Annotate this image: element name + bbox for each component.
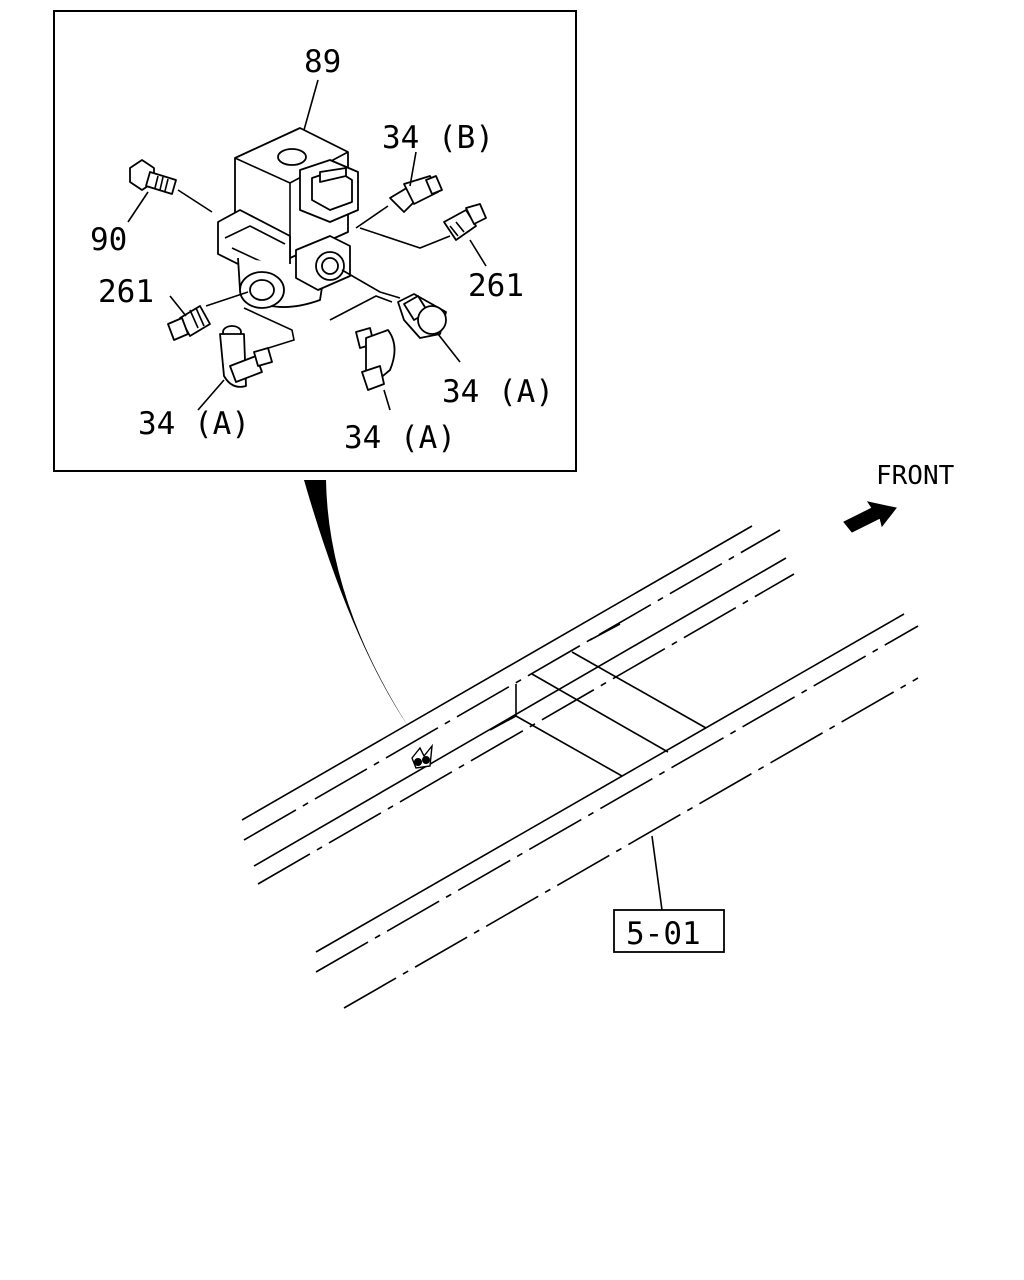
- pointer-arrow: [304, 480, 408, 726]
- fitting-34a-bottom: [329, 295, 396, 411]
- label-261-left: 261: [98, 274, 154, 310]
- label-90: 90: [90, 222, 127, 258]
- label-34a-bottom: 34 (A): [344, 420, 456, 456]
- bolt-90: [129, 159, 213, 213]
- leader-89: [303, 79, 319, 131]
- label-34a-left: 34 (A): [138, 406, 250, 442]
- front-label: FRONT: [876, 461, 955, 491]
- ref-box: [613, 909, 725, 953]
- leader-261-left: [169, 295, 187, 317]
- fitting-34a-right: [341, 269, 461, 363]
- label-34b: 34 (B): [382, 120, 494, 156]
- plug-261-right: [443, 203, 487, 241]
- plug-261-left: [167, 291, 295, 351]
- label-34a-right: 34 (A): [442, 374, 554, 410]
- valve-assembly: [217, 127, 359, 309]
- arrow-right-icon: [843, 501, 897, 533]
- fitting-34b: [355, 175, 451, 249]
- leader-90: [127, 191, 149, 223]
- chassis-frame: [241, 525, 919, 1009]
- label-261-right: 261: [468, 268, 524, 304]
- leader-261-right: [469, 239, 487, 267]
- fitting-34a-left: [197, 325, 273, 411]
- leader-ref: [651, 835, 663, 911]
- ref-label[interactable]: 5-01: [626, 916, 701, 952]
- leader-34b: [409, 151, 417, 187]
- label-89: 89: [304, 44, 341, 80]
